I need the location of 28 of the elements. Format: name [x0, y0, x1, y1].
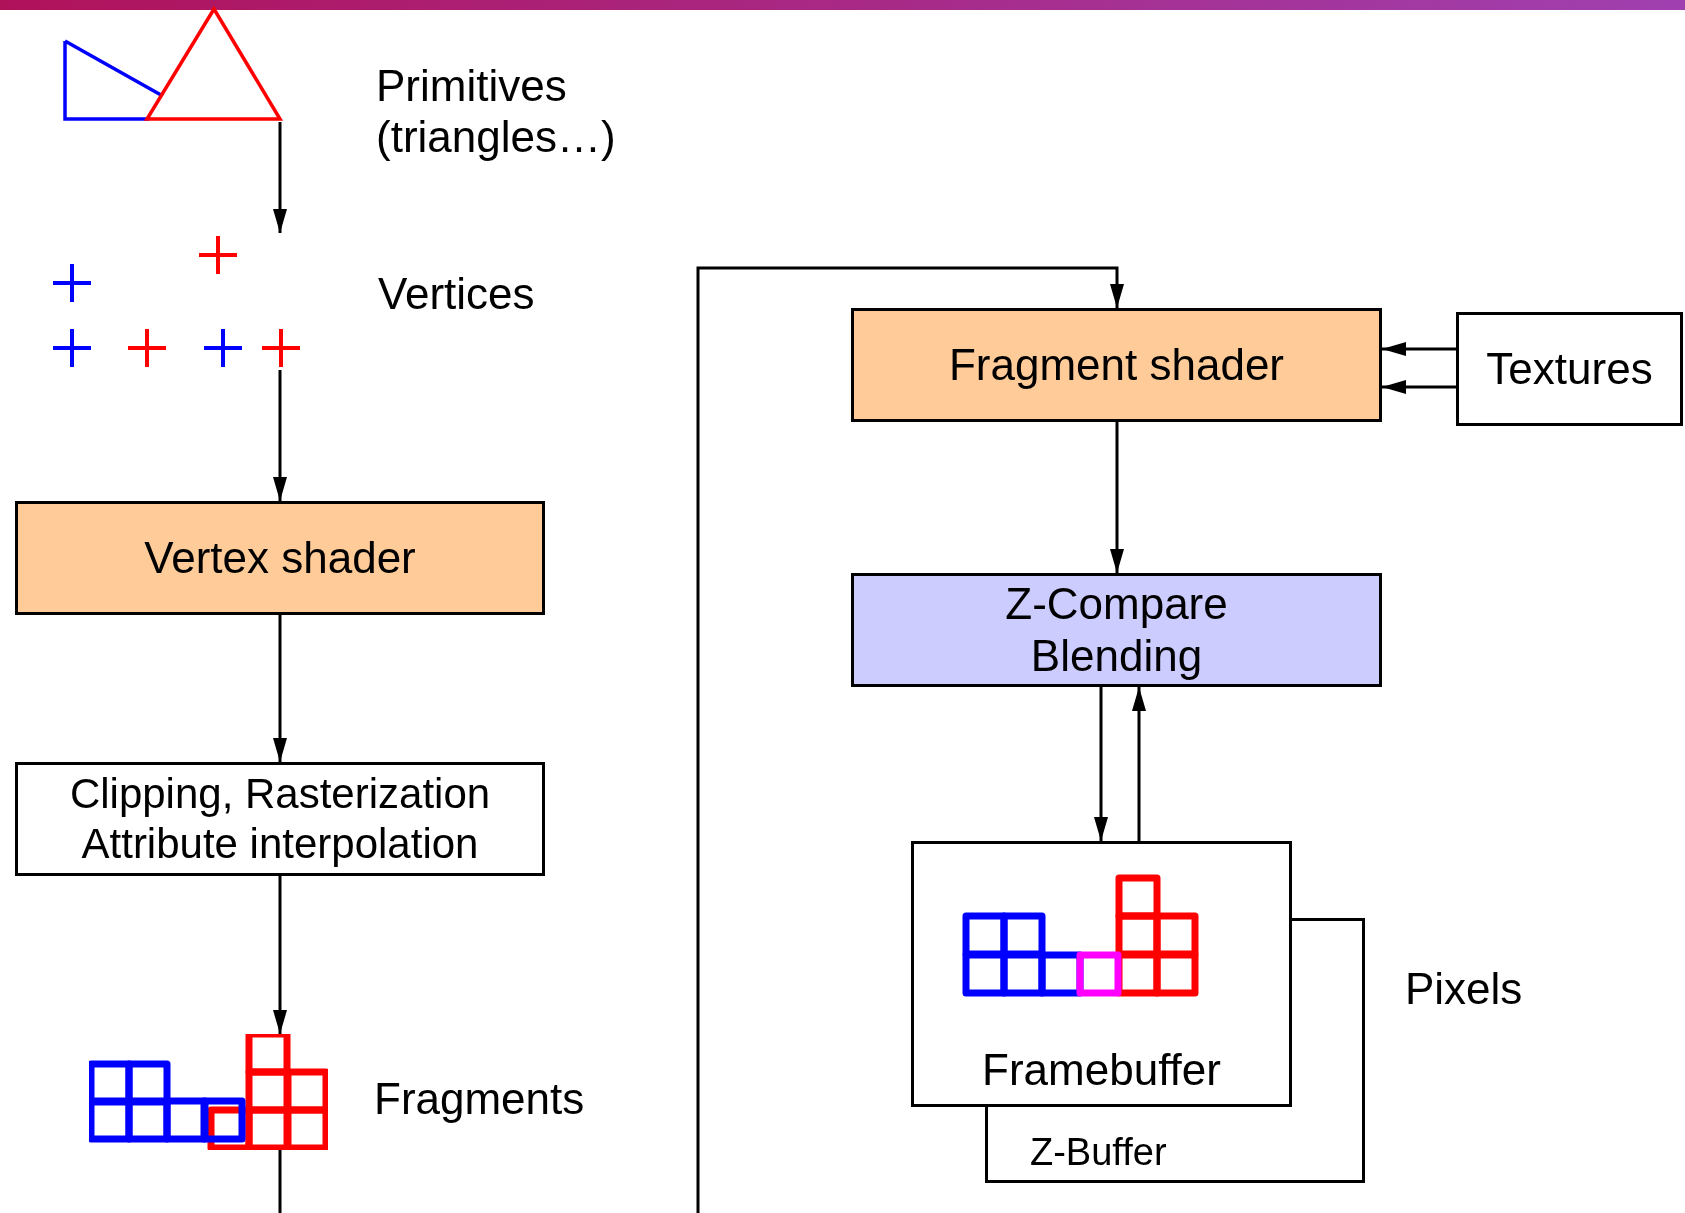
box-label: Z-Compare Blending — [1004, 578, 1229, 682]
box-label: Textures — [1486, 343, 1653, 395]
arrow — [278, 266, 1124, 1213]
process-box — [15, 762, 545, 876]
arrow — [1382, 342, 1456, 356]
process-box — [851, 308, 1382, 422]
stage-label: Vertices — [378, 268, 535, 320]
arrow — [273, 370, 287, 501]
arrow — [273, 122, 287, 233]
box-label: Z-Buffer — [1030, 1132, 1167, 1174]
arrow — [1094, 687, 1108, 841]
process-box — [851, 573, 1382, 687]
stage-label: Primitives (triangles…) — [376, 60, 617, 163]
arrow — [1132, 687, 1146, 841]
arrow — [273, 876, 287, 1034]
arrow — [1110, 422, 1124, 573]
arrow — [273, 615, 287, 762]
buffer-box — [985, 1107, 1365, 1183]
process-box — [15, 501, 545, 615]
stage-label: Fragments — [374, 1073, 585, 1125]
box-label: Framebuffer — [981, 1045, 1222, 1094]
arrow — [1382, 380, 1456, 394]
framebuffer-box — [911, 841, 1292, 1107]
box-label: Fragment shader — [948, 339, 1285, 391]
stage-label: Pixels — [1405, 963, 1523, 1015]
box-label: Clipping, Rasterization Attribute interpolation — [68, 769, 492, 869]
process-box — [1456, 312, 1683, 426]
box-label: Vertex shader — [144, 532, 416, 584]
